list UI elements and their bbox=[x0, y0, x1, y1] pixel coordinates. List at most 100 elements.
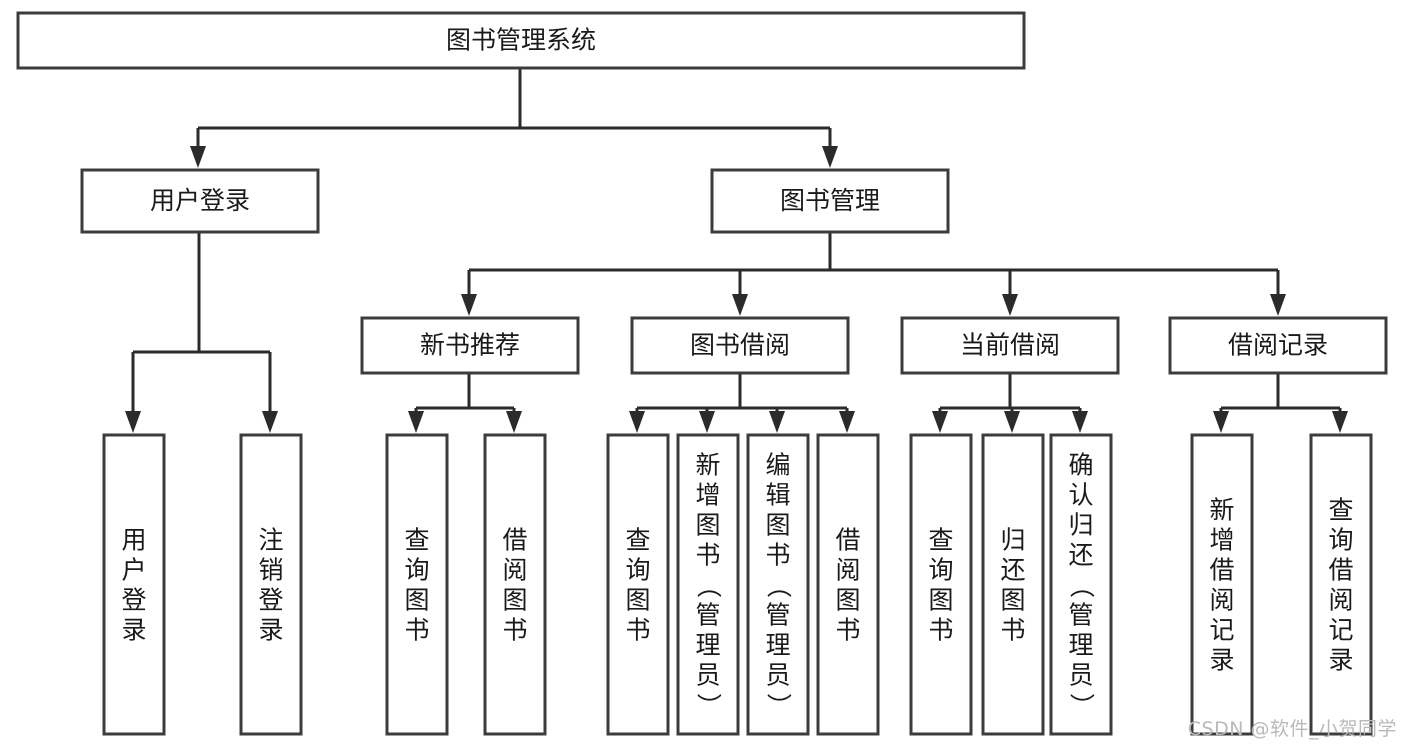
svg-text:录: 录 bbox=[1328, 646, 1353, 675]
svg-text:用: 用 bbox=[121, 526, 146, 555]
svg-text:（: （ bbox=[1067, 573, 1096, 598]
svg-text:图: 图 bbox=[695, 511, 720, 540]
node-label-book-borrow: 图书借阅 bbox=[690, 331, 790, 360]
svg-text:询: 询 bbox=[1328, 526, 1353, 555]
svg-text:借: 借 bbox=[1328, 556, 1353, 585]
svg-text:书: 书 bbox=[695, 541, 720, 570]
svg-text:管: 管 bbox=[765, 601, 790, 630]
connector-bookborrow-to-leaves bbox=[629, 373, 855, 433]
node-label-current-borrow: 当前借阅 bbox=[960, 331, 1060, 360]
node-user-login[interactable]: 用户登录 bbox=[80, 168, 320, 234]
svg-text:销: 销 bbox=[258, 556, 283, 585]
svg-text:图: 图 bbox=[835, 586, 860, 615]
svg-text:员: 员 bbox=[695, 661, 720, 690]
svg-text:理: 理 bbox=[695, 631, 720, 660]
node-new-book-recommend[interactable]: 新书推荐 bbox=[360, 316, 580, 375]
node-label-root: 图书管理系统 bbox=[446, 26, 596, 55]
svg-text:图: 图 bbox=[502, 586, 527, 615]
connector-layer bbox=[125, 68, 1348, 433]
svg-text:借: 借 bbox=[835, 526, 860, 555]
node-user-login-login[interactable]: 用户登录 bbox=[102, 433, 166, 736]
svg-text:认: 认 bbox=[1068, 481, 1093, 510]
svg-text:）: ） bbox=[764, 693, 793, 718]
svg-text:查: 查 bbox=[625, 526, 650, 555]
svg-text:确: 确 bbox=[1068, 451, 1093, 480]
svg-text:询: 询 bbox=[928, 556, 953, 585]
svg-text:记: 记 bbox=[1209, 616, 1234, 645]
connector-bookmgmt-to-level3 bbox=[461, 232, 1286, 316]
svg-text:图: 图 bbox=[1000, 586, 1025, 615]
svg-text:录: 录 bbox=[121, 616, 146, 645]
svg-text:图: 图 bbox=[765, 511, 790, 540]
svg-text:图: 图 bbox=[928, 586, 953, 615]
svg-text:书: 书 bbox=[765, 541, 790, 570]
svg-text:管: 管 bbox=[1068, 601, 1093, 630]
svg-text:理: 理 bbox=[765, 631, 790, 660]
svg-text:书: 书 bbox=[1000, 616, 1025, 645]
svg-text:（: （ bbox=[764, 573, 793, 598]
node-label-user-login-login: 用户登录 bbox=[121, 526, 146, 645]
svg-text:增: 增 bbox=[1209, 526, 1234, 555]
svg-text:书: 书 bbox=[502, 616, 527, 645]
svg-text:借: 借 bbox=[1209, 556, 1234, 585]
svg-text:新: 新 bbox=[695, 451, 720, 480]
svg-text:归: 归 bbox=[1068, 511, 1093, 540]
svg-text:）: ） bbox=[694, 693, 723, 718]
node-label-user-login: 用户登录 bbox=[150, 186, 250, 215]
svg-text:记: 记 bbox=[1328, 616, 1353, 645]
node-root[interactable]: 图书管理系统 bbox=[16, 11, 1026, 70]
node-label-book-management: 图书管理 bbox=[780, 186, 880, 215]
svg-text:登: 登 bbox=[121, 586, 146, 615]
svg-text:图: 图 bbox=[625, 586, 650, 615]
svg-text:图: 图 bbox=[404, 586, 429, 615]
node-book-borrow[interactable]: 图书借阅 bbox=[630, 316, 850, 375]
svg-text:（: （ bbox=[694, 573, 723, 598]
svg-text:户: 户 bbox=[121, 556, 146, 585]
node-label-borrow-records: 借阅记录 bbox=[1228, 331, 1328, 360]
svg-text:登: 登 bbox=[258, 586, 283, 615]
svg-text:阅: 阅 bbox=[1209, 586, 1234, 615]
node-borrow-records[interactable]: 借阅记录 bbox=[1168, 316, 1388, 375]
node-current-borrow[interactable]: 当前借阅 bbox=[900, 316, 1120, 375]
svg-text:增: 增 bbox=[695, 481, 720, 510]
svg-text:注: 注 bbox=[258, 526, 283, 555]
svg-text:还: 还 bbox=[1068, 541, 1093, 570]
svg-text:阅: 阅 bbox=[835, 556, 860, 585]
svg-text:询: 询 bbox=[404, 556, 429, 585]
svg-text:）: ） bbox=[1067, 693, 1096, 718]
svg-text:阅: 阅 bbox=[502, 556, 527, 585]
svg-text:新: 新 bbox=[1209, 496, 1234, 525]
connector-currentborrow-to-leaves bbox=[932, 373, 1088, 433]
svg-text:员: 员 bbox=[1068, 661, 1093, 690]
svg-text:还: 还 bbox=[1000, 556, 1025, 585]
connector-root-to-level2 bbox=[190, 68, 838, 168]
node-book-management[interactable]: 图书管理 bbox=[710, 168, 950, 234]
connector-records-to-leaves bbox=[1213, 373, 1348, 433]
connector-recommend-to-leaves bbox=[408, 373, 522, 433]
